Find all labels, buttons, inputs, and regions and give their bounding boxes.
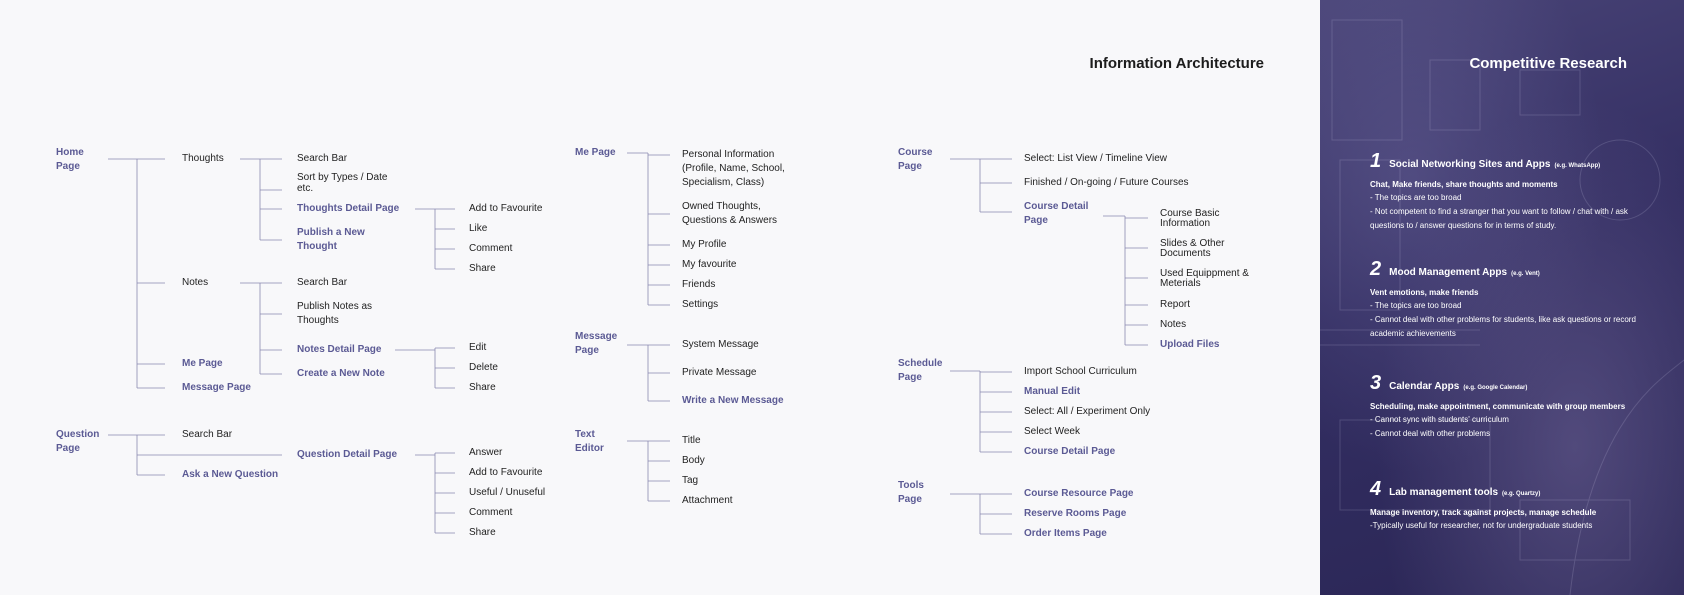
node-write-new-message: Write a New Message <box>682 395 784 406</box>
node-thoughts-search-bar: Search Bar <box>297 153 348 164</box>
research-item-example: (e.g. Google Calendar) <box>1463 385 1528 391</box>
node-manual-edit: Manual Edit <box>1024 386 1081 397</box>
node-finished-courses: Finished / On-going / Future Courses <box>1024 177 1189 188</box>
node-edit: Edit <box>469 342 487 353</box>
node-question-page: Question Page <box>56 429 100 454</box>
research-item-point: - The topics are too broad <box>1370 193 1462 202</box>
research-item-example: (e.g. Vent) <box>1511 271 1540 277</box>
node-slides-documents: Slides & Other Documents <box>1160 238 1225 259</box>
node-schedule-course-detail: Course Detail Page <box>1024 446 1116 457</box>
node-body: Body <box>682 455 705 466</box>
node-owned-thoughts: Owned Thoughts, Questions & Answers <box>682 201 778 226</box>
research-item-4: 4 Lab management tools (e.g. Quartzy) Ma… <box>1370 478 1650 533</box>
research-item-summary: Vent emotions, make friends <box>1370 288 1479 297</box>
node-message-page-link: Message Page <box>182 382 251 393</box>
node-reserve-rooms-page: Reserve Rooms Page <box>1024 508 1127 519</box>
node-tag: Tag <box>682 475 699 486</box>
node-select-week: Select Week <box>1024 426 1080 437</box>
node-notes-search-bar: Search Bar <box>297 277 348 288</box>
node-system-message: System Message <box>682 339 759 350</box>
research-item-example: (e.g. WhatsApp) <box>1554 163 1601 169</box>
node-select-all-experiment: Select: All / Experiment Only <box>1024 406 1151 417</box>
research-item-1: 1 Social Networking Sites and Apps (e.g.… <box>1370 150 1650 233</box>
tree-connector-lines <box>108 152 1148 535</box>
node-tools-page: Tools Page <box>898 480 924 505</box>
research-item-name: Mood Management Apps <box>1389 267 1508 278</box>
node-question-search-bar: Search Bar <box>182 429 233 440</box>
node-me-page: Me Page <box>575 147 616 158</box>
node-question-add-to-favourite: Add to Favourite <box>469 467 543 478</box>
node-used-equippment: Used Equippment & Meterials <box>1160 268 1249 289</box>
node-text-editor: Text Editor <box>575 429 604 454</box>
ia-title: Information Architecture <box>1089 55 1264 72</box>
research-item-point: - The topics are too broad <box>1370 301 1462 310</box>
node-create-new-note: Create a New Note <box>297 368 385 379</box>
research-item-name: Calendar Apps <box>1389 381 1460 392</box>
node-answer: Answer <box>469 447 503 458</box>
node-publish-new-thought: Publish a New Thought <box>297 227 365 252</box>
node-settings: Settings <box>682 299 719 310</box>
node-private-message: Private Message <box>682 367 757 378</box>
node-course-detail-page: Course Detail Page <box>1024 201 1089 226</box>
node-upload-files: Upload Files <box>1160 339 1220 350</box>
research-item-summary: Chat, Make friends, share thoughts and m… <box>1370 180 1558 189</box>
research-item-2: 2 Mood Management Apps (e.g. Vent) Vent … <box>1370 258 1650 341</box>
node-notes: Notes <box>182 277 209 288</box>
research-item-name: Social Networking Sites and Apps <box>1389 159 1551 170</box>
node-course-resource-page: Course Resource Page <box>1024 488 1134 499</box>
node-publish-notes: Publish Notes as Thoughts <box>297 301 373 326</box>
competitive-research-panel: Competitive Research 1 Social Networking… <box>1320 0 1684 595</box>
node-friends: Friends <box>682 279 716 290</box>
research-item-summary: Scheduling, make appointment, communicat… <box>1370 402 1626 411</box>
research-item-point: - Not competent to find a stranger that … <box>1370 207 1628 230</box>
node-question-comment: Comment <box>469 507 513 518</box>
node-thoughts: Thoughts <box>182 153 224 164</box>
research-item-summary: Manage inventory, track against projects… <box>1370 508 1597 517</box>
research-item-point: - Cannot sync with students' curriculum <box>1370 415 1509 424</box>
research-item-number: 2 <box>1370 258 1382 280</box>
research-item-point: -Typically useful for researcher, not fo… <box>1370 521 1593 530</box>
node-order-items-page: Order Items Page <box>1024 528 1107 539</box>
node-ask-new-question: Ask a New Question <box>182 469 279 480</box>
research-item-point: - Cannot deal with other problems for st… <box>1370 315 1636 338</box>
node-title: Title <box>682 435 701 446</box>
node-course-notes: Notes <box>1160 319 1187 330</box>
node-personal-information: Personal Information (Profile, Name, Sch… <box>682 149 785 188</box>
node-my-profile: My Profile <box>682 239 727 250</box>
node-share: Share <box>469 263 496 274</box>
node-comment: Comment <box>469 243 513 254</box>
node-message-page: Message Page <box>575 331 618 356</box>
node-question-detail-page: Question Detail Page <box>297 449 398 460</box>
node-report: Report <box>1160 299 1191 310</box>
node-my-favourite: My favourite <box>682 259 737 270</box>
node-select-list-view: Select: List View / Timeline View <box>1024 153 1168 164</box>
research-item-number: 4 <box>1370 478 1382 500</box>
node-notes-detail-page: Notes Detail Page <box>297 344 382 355</box>
node-delete: Delete <box>469 362 498 373</box>
node-home-page: Home Page <box>56 147 84 172</box>
information-architecture: Information Architecture Home Page Thoug… <box>56 55 1264 539</box>
research-item-3: 3 Calendar Apps (e.g. Google Calendar) S… <box>1370 372 1650 441</box>
research-item-number: 1 <box>1370 150 1382 172</box>
node-sort-by-types: Sort by Types / Date etc. <box>297 172 388 194</box>
research-item-number: 3 <box>1370 372 1382 394</box>
node-question-share: Share <box>469 527 496 538</box>
node-notes-share: Share <box>469 382 496 393</box>
node-thoughts-detail-page: Thoughts Detail Page <box>297 203 400 214</box>
node-schedule-page: Schedule Page <box>898 358 943 383</box>
node-import-curriculum: Import School Curriculum <box>1024 366 1137 377</box>
lab-background-photo <box>1320 19 1684 595</box>
node-course-basic-info: Course Basic Information <box>1160 208 1220 229</box>
node-attachment: Attachment <box>682 495 733 506</box>
node-course-page: Course Page <box>898 147 933 172</box>
research-item-example: (e.g. Quartzy) <box>1502 491 1541 497</box>
research-item-point: - Cannot deal with other problems <box>1370 429 1491 438</box>
node-add-to-favourite: Add to Favourite <box>469 203 543 214</box>
research-item-name: Lab management tools <box>1389 487 1499 498</box>
node-me-page-link: Me Page <box>182 358 223 369</box>
node-like: Like <box>469 223 488 234</box>
node-useful-unuseful: Useful / Unuseful <box>469 487 546 498</box>
research-title: Competitive Research <box>1469 55 1627 72</box>
